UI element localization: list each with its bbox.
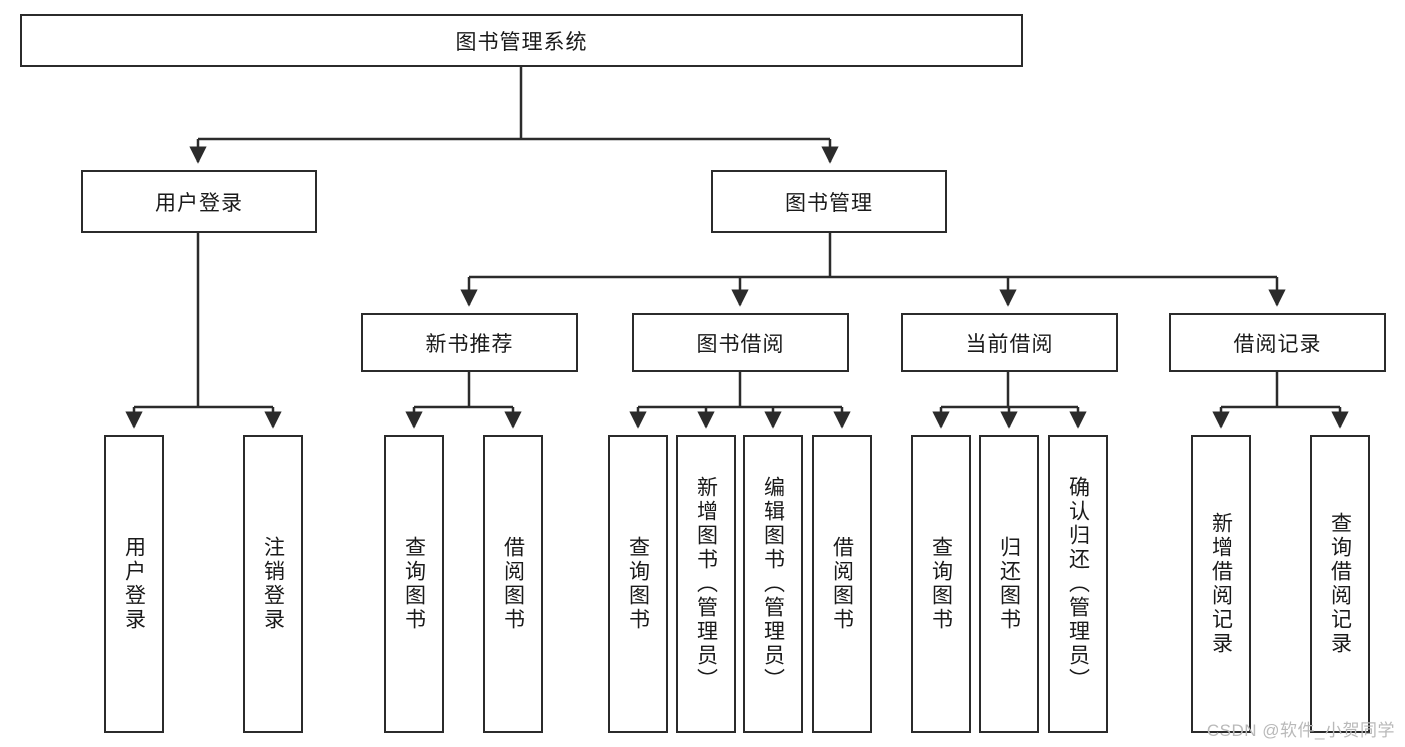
node-leaf-query-book-borrow-label: 查询图书 (626, 536, 650, 632)
node-current-borrow-label: 当前借阅 (965, 332, 1054, 356)
node-current-borrow[interactable]: 当前借阅 (901, 313, 1118, 372)
node-new-book-recommend-label: 新书推荐 (425, 332, 514, 356)
node-leaf-borrow-book[interactable]: 借阅图书 (812, 435, 872, 733)
node-book-borrow[interactable]: 图书借阅 (632, 313, 849, 372)
node-book-borrow-label: 图书借阅 (696, 332, 785, 356)
node-book-management[interactable]: 图书管理 (711, 170, 947, 233)
node-borrow-record-label: 借阅记录 (1233, 332, 1322, 356)
node-leaf-confirm-return-admin[interactable]: 确认归还（管理员） (1048, 435, 1108, 733)
node-leaf-add-book-admin-label: 新增图书（管理员） (694, 476, 718, 692)
node-leaf-query-book-borrow[interactable]: 查询图书 (608, 435, 668, 733)
node-leaf-edit-book-admin[interactable]: 编辑图书（管理员） (743, 435, 803, 733)
node-book-management-label: 图书管理 (785, 191, 873, 215)
node-leaf-borrow-book-new[interactable]: 借阅图书 (483, 435, 543, 733)
node-new-book-recommend[interactable]: 新书推荐 (361, 313, 578, 372)
node-leaf-user-login[interactable]: 用户登录 (104, 435, 164, 733)
node-root-label: 图书管理系统 (455, 30, 588, 54)
node-root[interactable]: 图书管理系统 (20, 14, 1023, 67)
node-leaf-query-book-new[interactable]: 查询图书 (384, 435, 444, 733)
node-leaf-borrow-book-label: 借阅图书 (830, 536, 854, 632)
node-leaf-edit-book-admin-label: 编辑图书（管理员） (761, 476, 785, 692)
node-leaf-query-book-current-label: 查询图书 (929, 536, 953, 632)
node-user-login[interactable]: 用户登录 (81, 170, 317, 233)
node-leaf-add-book-admin[interactable]: 新增图书（管理员） (676, 435, 736, 733)
node-leaf-query-book-current[interactable]: 查询图书 (911, 435, 971, 733)
node-leaf-user-login-label: 用户登录 (122, 536, 146, 632)
node-leaf-logout[interactable]: 注销登录 (243, 435, 303, 733)
node-borrow-record[interactable]: 借阅记录 (1169, 313, 1386, 372)
node-leaf-borrow-book-new-label: 借阅图书 (501, 536, 525, 632)
node-leaf-add-borrow-record-label: 新增借阅记录 (1209, 512, 1233, 656)
node-leaf-add-borrow-record[interactable]: 新增借阅记录 (1191, 435, 1251, 733)
node-leaf-query-borrow-record[interactable]: 查询借阅记录 (1310, 435, 1370, 733)
node-leaf-logout-label: 注销登录 (261, 536, 285, 632)
node-leaf-return-book-label: 归还图书 (997, 536, 1021, 632)
node-user-login-label: 用户登录 (155, 191, 243, 215)
node-leaf-return-book[interactable]: 归还图书 (979, 435, 1039, 733)
node-leaf-confirm-return-admin-label: 确认归还（管理员） (1066, 476, 1090, 692)
node-leaf-query-book-new-label: 查询图书 (402, 536, 426, 632)
node-leaf-query-borrow-record-label: 查询借阅记录 (1328, 512, 1352, 656)
